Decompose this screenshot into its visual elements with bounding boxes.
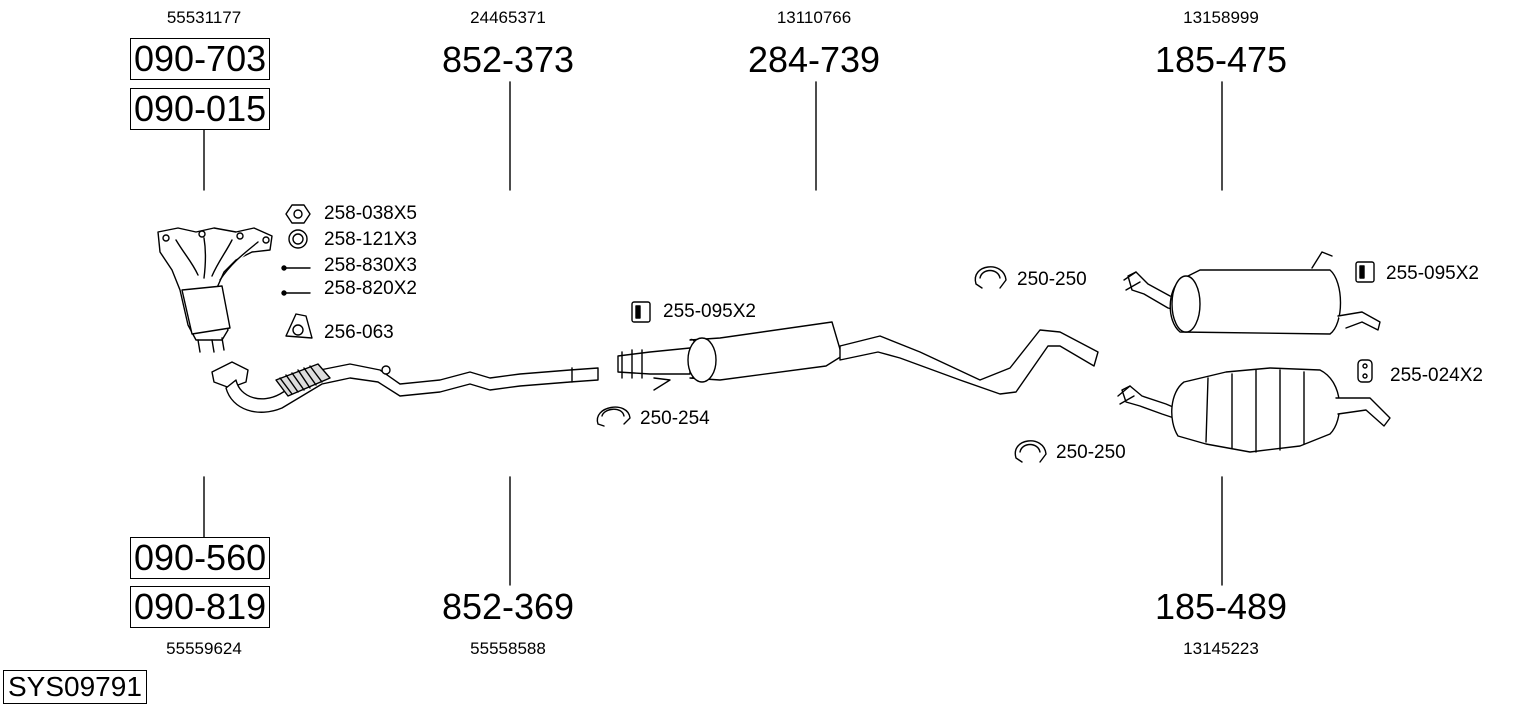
part-number-box[interactable]: 090-015 <box>130 88 271 130</box>
rear-silencer-upper <box>1123 251 1381 335</box>
hardware-label[interactable]: 255-024X2 <box>1390 365 1483 386</box>
hardware-label[interactable]: 256-063 <box>324 322 394 343</box>
clamp-icon <box>1014 440 1047 463</box>
oem-number: 24465371 <box>470 8 546 27</box>
oem-number: 13158999 <box>1183 8 1259 27</box>
part-number-box[interactable]: 090-560 <box>130 537 271 579</box>
gasket-icon <box>285 313 313 339</box>
clamp-icon <box>974 266 1007 289</box>
part-number[interactable]: 185-489 <box>1154 586 1288 627</box>
clamp-icon <box>596 406 631 427</box>
system-code: SYS09791 <box>3 670 147 704</box>
hardware-label[interactable]: 255-095X2 <box>663 301 756 322</box>
oem-number: 55559624 <box>166 639 242 658</box>
oem-number: 55558588 <box>470 639 546 658</box>
hardware-label[interactable]: 250-254 <box>640 408 710 429</box>
hardware-label[interactable]: 255-095X2 <box>1386 263 1479 284</box>
front-pipe <box>211 361 599 413</box>
bolt-icon <box>281 265 311 271</box>
part-number-box[interactable]: 090-819 <box>130 586 271 628</box>
hardware-label[interactable]: 258-038X5 <box>324 203 417 224</box>
nut-icon <box>285 204 311 224</box>
part-number[interactable]: 284-739 <box>747 39 881 80</box>
part-number[interactable]: 852-369 <box>441 586 575 627</box>
oem-number: 55531177 <box>166 8 242 27</box>
rubber-mount-icon <box>631 301 651 323</box>
ring-icon <box>288 229 308 249</box>
hardware-label[interactable]: 258-121X3 <box>324 229 417 250</box>
rubber-mount-icon <box>1355 261 1375 283</box>
part-number-box[interactable]: 090-703 <box>130 38 271 80</box>
hardware-label[interactable]: 258-830X3 <box>324 255 417 276</box>
rubber-hanger-icon <box>1357 359 1373 383</box>
hardware-label[interactable]: 250-250 <box>1056 442 1126 463</box>
oem-number: 13145223 <box>1183 639 1259 658</box>
part-number[interactable]: 185-475 <box>1154 39 1288 80</box>
center-silencer <box>617 321 1099 395</box>
part-number[interactable]: 852-373 <box>441 39 575 80</box>
rear-silencer-lower <box>1117 367 1391 453</box>
hardware-label[interactable]: 258-820X2 <box>324 278 417 299</box>
hardware-label[interactable]: 250-250 <box>1017 269 1087 290</box>
bolt-icon <box>281 290 311 296</box>
oem-number: 13110766 <box>776 8 852 27</box>
exhaust-manifold <box>157 227 273 353</box>
